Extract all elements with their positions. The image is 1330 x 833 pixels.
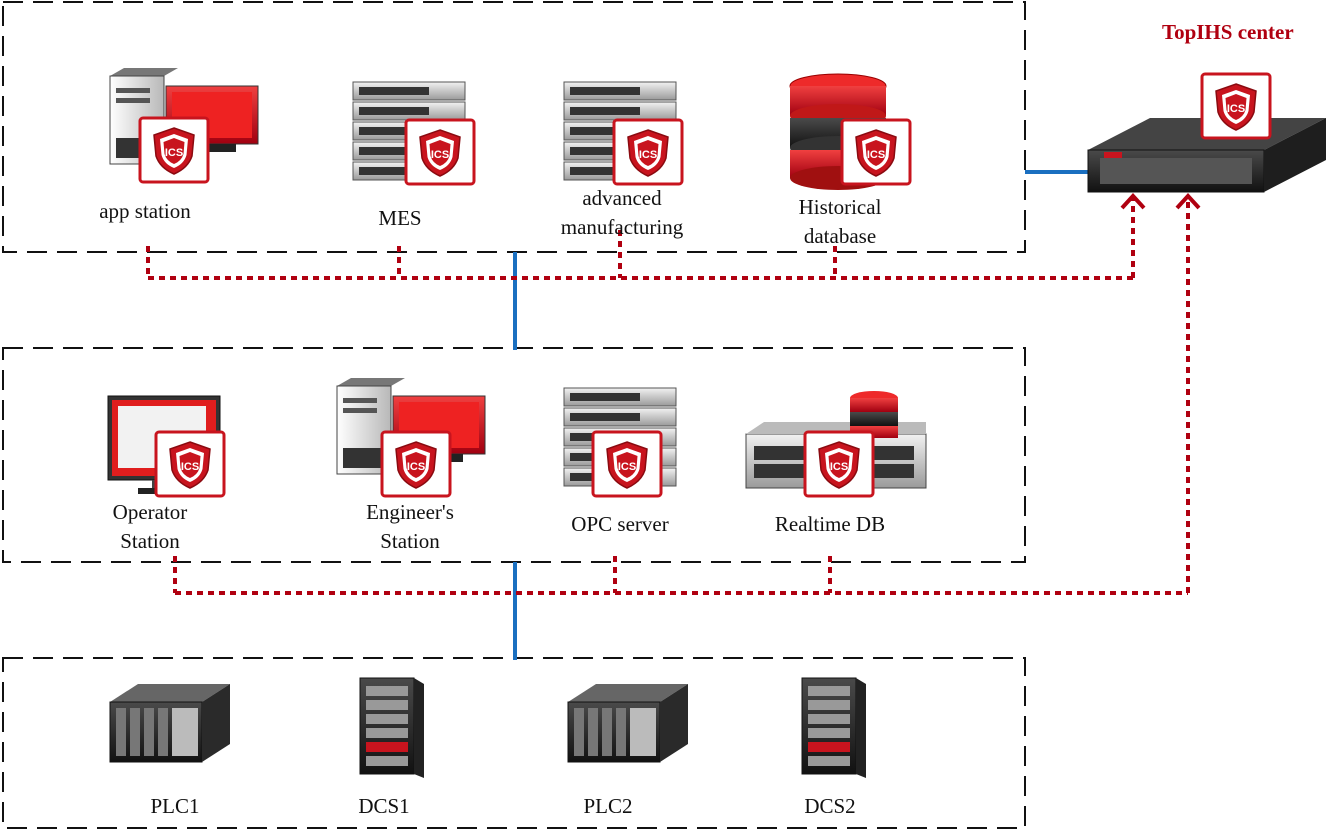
ics-badge-text: ICS <box>867 149 885 161</box>
network-links <box>513 170 1088 660</box>
label-plc1: PLC1 <box>150 794 200 818</box>
label-advanced-manufacturing: advanced manufacturing <box>530 184 714 242</box>
center-title: TopIHS center <box>1162 20 1294 44</box>
ics-badge-text: ICS <box>830 461 848 473</box>
label-engineers-station: Engineer's Station <box>340 498 480 556</box>
label-line: Historical <box>798 195 882 219</box>
label-app-station: app station <box>99 199 191 223</box>
ics-badge-text: ICS <box>431 149 449 161</box>
ics-badge-text: ICS <box>165 147 183 159</box>
label-historical-database: Historical database <box>770 193 910 251</box>
label-line: advanced <box>582 186 662 210</box>
label-line: Station <box>380 529 440 553</box>
label-line: database <box>803 224 877 248</box>
label-line: Engineer's <box>366 500 454 524</box>
label-line: Operator <box>112 500 188 524</box>
cabinet-icon <box>801 677 867 779</box>
plc-icon <box>567 683 689 763</box>
monitor-links <box>146 198 1190 595</box>
ics-badge-text: ICS <box>181 461 199 473</box>
label-opc-server: OPC server <box>571 512 669 536</box>
label-plc2: PLC2 <box>583 794 633 818</box>
label-operator-station: Operator Station <box>80 498 220 556</box>
ics-badge-text: ICS <box>407 461 425 473</box>
ics-badge-text: ICS <box>1227 103 1245 115</box>
label-line: Station <box>120 529 180 553</box>
label-line: manufacturing <box>560 215 684 239</box>
label-dcs1: DCS1 <box>358 794 410 818</box>
ics-badge-text: ICS <box>618 461 636 473</box>
ics-badge-text: ICS <box>639 149 657 161</box>
cabinet-icon <box>359 677 425 779</box>
label-mes: MES <box>378 206 422 230</box>
arrow-heads <box>1120 193 1201 210</box>
label-dcs2: DCS2 <box>804 794 856 818</box>
label-realtime-db: Realtime DB <box>774 512 886 536</box>
plc-icon <box>109 683 231 763</box>
